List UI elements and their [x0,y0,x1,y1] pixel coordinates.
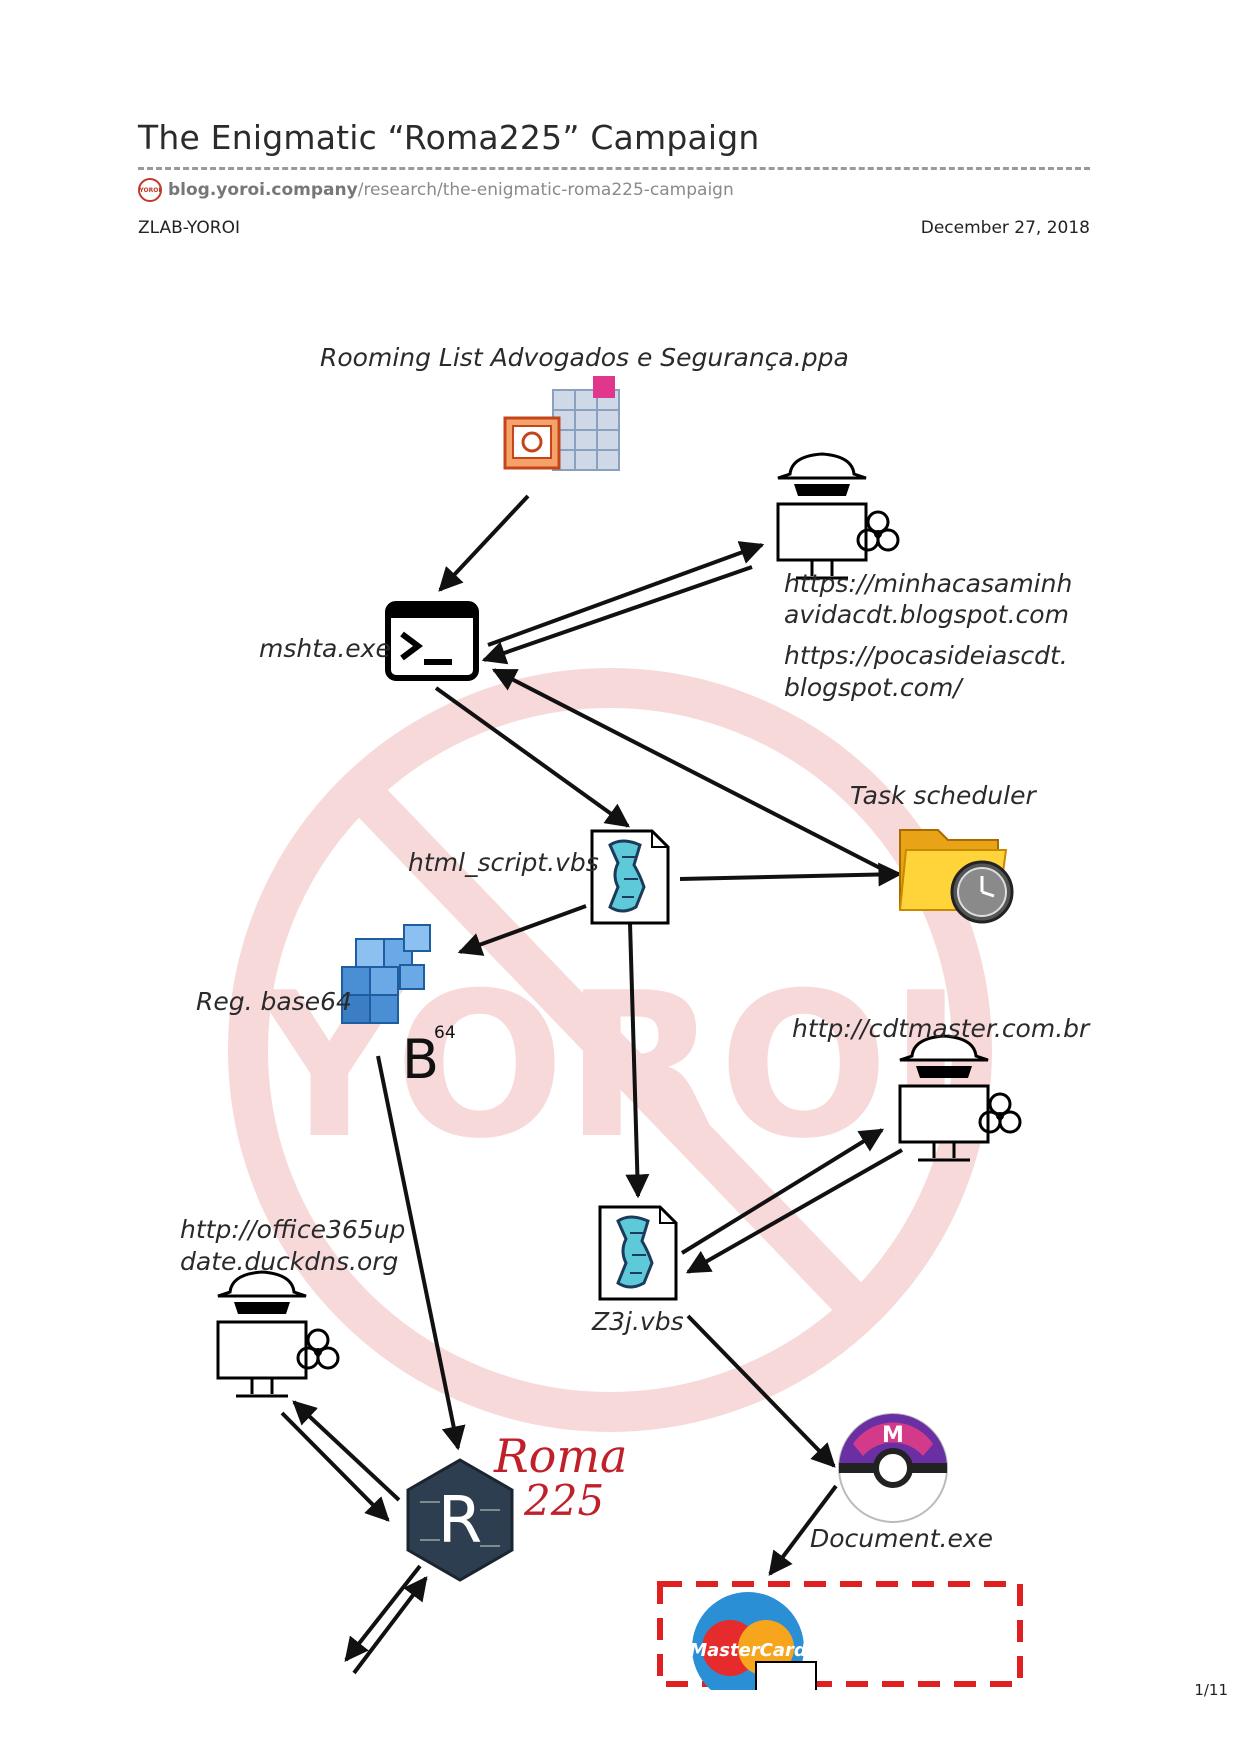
label-url2-line2: blogspot.com/ [784,673,964,702]
url-host: blog.yoroi.company [168,180,358,200]
terminal-icon [385,601,479,681]
label-html-script: html_script.vbs [408,848,599,877]
r-letter: R [438,1484,482,1558]
label-ppa-file: Rooming List Advogados e Segurança.ppa [320,343,849,372]
ball-letter: M [882,1423,904,1448]
page-number: 1/11 [1194,1681,1228,1699]
task-scheduler-icon [898,829,1014,924]
roma-225-text: 225 [523,1476,604,1525]
script-icon-html [590,829,670,925]
hacker-icon-cdtmaster [898,1034,1022,1162]
mastercard-text: MasterCard [689,1640,808,1661]
label-url1-line1: https://minhacasaminh [784,569,1072,598]
label-reg-base64: Reg. base64 [196,987,352,1016]
label-document: Document.exe [810,1524,993,1553]
author: ZLAB-YOROI [138,218,240,238]
label-office-line1: http://office365up [180,1215,405,1244]
label-url1-line2: avidacdt.blogspot.com [784,600,1069,629]
yoroi-logo-icon: YOROI [138,178,162,202]
label-url2-line1: https://pocasideiascdt. [784,641,1068,670]
page-title: The Enigmatic “Roma225” Campaign [138,118,760,157]
roma-text: Roma [493,1429,627,1483]
arrows [280,494,903,1675]
title-divider [138,167,1090,170]
document-corner-icon [755,1661,817,1690]
label-task-scheduler: Task scheduler [850,781,1037,810]
highlight-dashed-box [657,1581,1023,1687]
label-office-line2: date.duckdns.org [180,1247,398,1276]
mastercard-icon: MasterCard [689,1592,808,1690]
registry-icon [341,924,431,1024]
label-z3j: Z3j.vbs [591,1307,684,1336]
label-cdtmaster: http://cdtmaster.com.br [792,1014,1091,1043]
pokeball-icon: M [838,1413,948,1523]
b64-letter: B [402,1028,439,1091]
publish-date: December 27, 2018 [920,218,1090,238]
label-mshta: mshta.exe [259,634,391,663]
attack-chain-diagram: YOROI [180,343,1091,1690]
roma225-r-icon: R [406,1458,514,1582]
ppa-file-icon [503,376,620,471]
hacker-icon-blogspot [776,452,900,580]
script-icon-z3j [598,1205,678,1301]
source-url[interactable]: YOROI blog.yoroi.company /research/the-e… [138,177,734,203]
url-path: /research/the-enigmatic-roma225-campaign [357,180,734,200]
b64-sup: 64 [434,1023,456,1043]
